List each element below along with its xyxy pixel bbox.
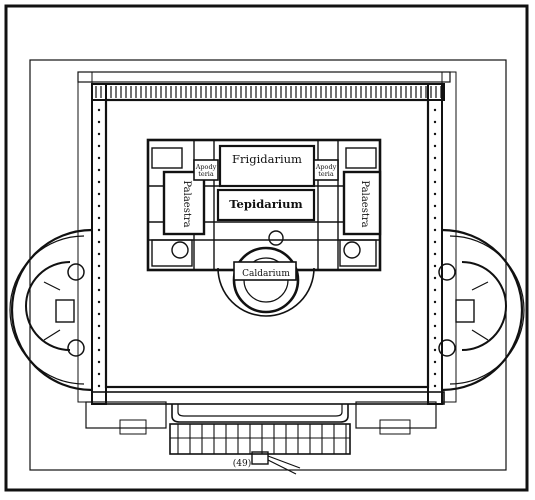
palaestra-left-court bbox=[162, 170, 206, 236]
frigidarium-hall bbox=[218, 144, 316, 188]
apodyteria-left-label-2: teria bbox=[198, 170, 214, 178]
palaestra-right-label: Palaestra bbox=[359, 180, 370, 227]
apodyteria-right-label-2: teria bbox=[318, 170, 334, 178]
bath-block bbox=[146, 138, 382, 272]
palaestra-right-court bbox=[342, 170, 382, 236]
apodyteria-right-room bbox=[313, 159, 339, 181]
left-exedra bbox=[9, 228, 93, 392]
tepidarium-label: Tepidarium bbox=[229, 197, 302, 211]
outer-frame bbox=[4, 4, 529, 492]
inner-frame bbox=[29, 59, 507, 471]
precinct-top-wall bbox=[77, 71, 451, 101]
palaestra-left-label: Palaestra bbox=[181, 180, 192, 227]
tepidarium-hall bbox=[216, 188, 316, 222]
plate-number: (49) bbox=[233, 458, 251, 469]
right-exedra bbox=[438, 228, 525, 392]
apodyteria-left-room bbox=[193, 159, 219, 181]
caldarium-rotunda bbox=[217, 246, 315, 317]
apodyteria-left-label-1: Apody bbox=[195, 163, 217, 171]
frigidarium-label: Frigidarium bbox=[232, 152, 302, 166]
caldarium-label: Caldarium bbox=[242, 269, 290, 279]
apodyteria-right-label-1: Apody bbox=[315, 163, 337, 171]
bottom-stadium bbox=[85, 391, 445, 475]
